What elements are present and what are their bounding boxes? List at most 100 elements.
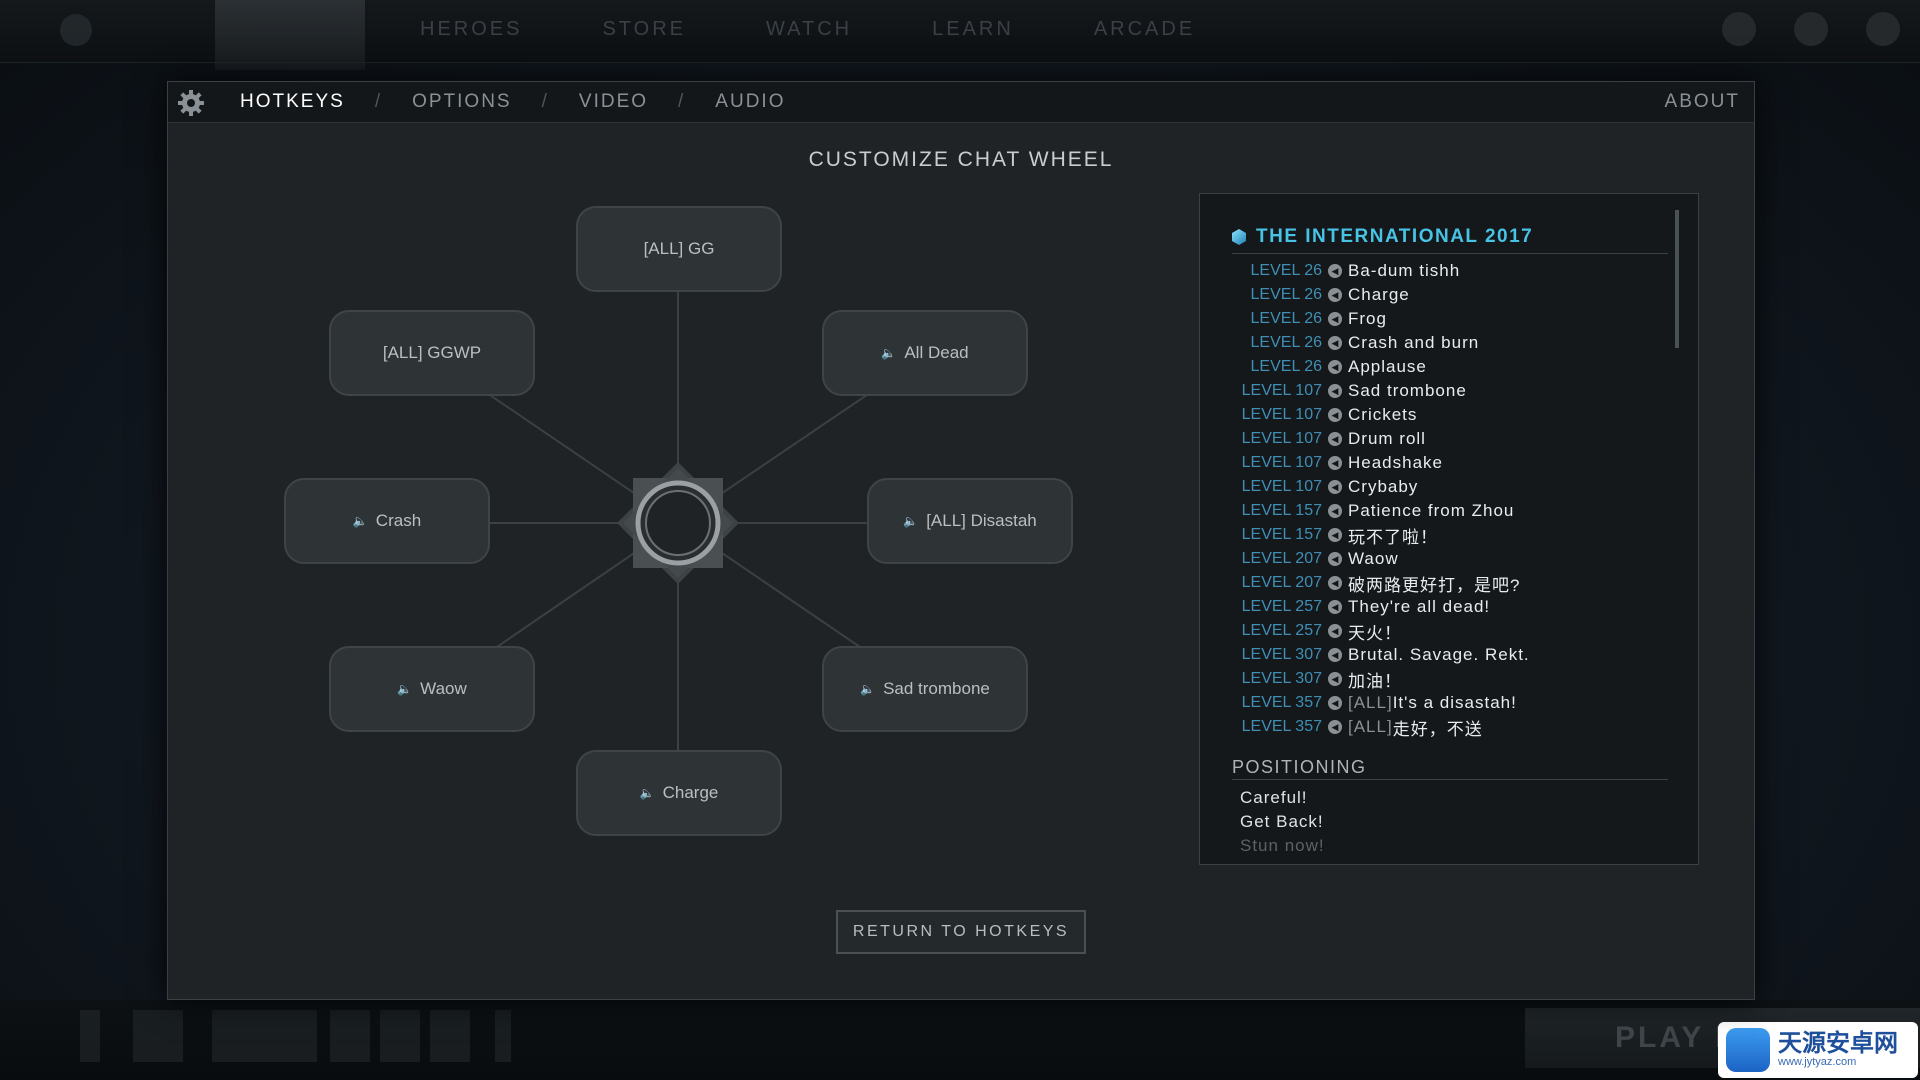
watermark-text: 天源安卓网 bbox=[1778, 1030, 1898, 1057]
wheel-slot-bottom[interactable]: 🔈 Charge bbox=[576, 750, 782, 836]
speaker-icon[interactable]: ◀ bbox=[1328, 288, 1342, 302]
microphone-icon[interactable] bbox=[495, 1010, 511, 1062]
list-item[interactable]: LEVEL 107◀Headshake bbox=[1200, 451, 1670, 475]
section-divider bbox=[1232, 253, 1668, 254]
level-requirement: LEVEL 26 bbox=[1250, 286, 1322, 303]
chat-icon[interactable] bbox=[1722, 12, 1756, 46]
inventory-icon[interactable] bbox=[1794, 12, 1828, 46]
nav-learn[interactable]: LEARN bbox=[932, 18, 1014, 40]
tab-audio[interactable]: AUDIO bbox=[715, 91, 786, 112]
wheel-slot-top-right[interactable]: 🔈 All Dead bbox=[822, 310, 1028, 396]
list-item[interactable]: LEVEL 26◀Frog bbox=[1200, 307, 1670, 331]
section-header-ti2017: THE INTERNATIONAL 2017 bbox=[1232, 226, 1533, 248]
level-requirement: LEVEL 307 bbox=[1241, 670, 1322, 687]
speaker-icon[interactable]: ◀ bbox=[1328, 456, 1342, 470]
tab-separator: / bbox=[541, 91, 549, 112]
list-item[interactable]: LEVEL 307◀Brutal. Savage. Rekt. bbox=[1200, 643, 1670, 667]
wheel-slot-top-left[interactable]: [ALL] GGWP bbox=[329, 310, 535, 396]
speaker-icon[interactable]: ◀ bbox=[1328, 384, 1342, 398]
main-nav: HEROES STORE WATCH LEARN ARCADE bbox=[420, 18, 1195, 41]
list-item[interactable]: LEVEL 107◀Sad trombone bbox=[1200, 379, 1670, 403]
list-item[interactable]: LEVEL 26◀Charge bbox=[1200, 283, 1670, 307]
list-item[interactable]: LEVEL 107◀Crickets bbox=[1200, 403, 1670, 427]
tab-video[interactable]: VIDEO bbox=[578, 91, 649, 112]
wheel-slot-bottom-right[interactable]: 🔈 Sad trombone bbox=[822, 646, 1028, 732]
list-item[interactable]: LEVEL 307◀加油！ bbox=[1200, 667, 1670, 691]
gear-icon[interactable] bbox=[176, 88, 206, 118]
profile-avatar[interactable] bbox=[1866, 12, 1900, 46]
level-requirement: LEVEL 157 bbox=[1241, 526, 1322, 543]
list-item[interactable]: LEVEL 207◀Waow bbox=[1200, 547, 1670, 571]
speaker-icon[interactable]: ◀ bbox=[1328, 312, 1342, 326]
all-chat-prefix: [ALL] bbox=[1348, 717, 1393, 736]
level-requirement: LEVEL 357 bbox=[1241, 718, 1322, 735]
speaker-icon[interactable]: ◀ bbox=[1328, 552, 1342, 566]
phrase-text: Sad trombone bbox=[1348, 381, 1467, 400]
speaker-icon[interactable]: ◀ bbox=[1328, 504, 1342, 518]
party-icon[interactable] bbox=[133, 1010, 183, 1062]
list-item[interactable]: LEVEL 26◀Crash and burn bbox=[1200, 331, 1670, 355]
speaker-icon[interactable]: ◀ bbox=[1328, 480, 1342, 494]
speaker-icon[interactable]: ◀ bbox=[1328, 360, 1342, 374]
level-requirement: LEVEL 107 bbox=[1241, 430, 1322, 447]
phrase-text: 天火！ bbox=[1348, 623, 1402, 643]
about-link[interactable]: ABOUT bbox=[1664, 91, 1740, 112]
speaker-icon[interactable]: ◀ bbox=[1328, 432, 1342, 446]
speaker-icon[interactable]: ◀ bbox=[1328, 528, 1342, 542]
speaker-icon[interactable]: ◀ bbox=[1328, 576, 1342, 590]
list-item[interactable]: LEVEL 257◀天火！ bbox=[1200, 619, 1670, 643]
wheel-slot-top[interactable]: [ALL] GG bbox=[576, 206, 782, 292]
tab-options[interactable]: OPTIONS bbox=[412, 91, 512, 112]
hero-portrait[interactable] bbox=[215, 0, 365, 70]
wheel-slot-bottom-left[interactable]: 🔈 Waow bbox=[329, 646, 535, 732]
list-item[interactable]: Stun now! bbox=[1240, 836, 1325, 855]
wheel-slot-label: [ALL] Disastah bbox=[926, 511, 1037, 530]
list-item[interactable]: Get Back! bbox=[1240, 812, 1324, 831]
list-item[interactable]: Careful! bbox=[1240, 788, 1308, 807]
phrase-text: Crickets bbox=[1348, 405, 1418, 424]
top-tray bbox=[1722, 12, 1900, 46]
list-scrollbar[interactable] bbox=[1675, 210, 1679, 348]
speaker-icon[interactable]: ◀ bbox=[1328, 408, 1342, 422]
speaker-icon[interactable]: ◀ bbox=[1328, 624, 1342, 638]
nav-arcade[interactable]: ARCADE bbox=[1093, 18, 1196, 40]
return-to-hotkeys-button[interactable]: RETURN TO HOTKEYS bbox=[836, 910, 1086, 954]
wheel-slot-label: [ALL] GG bbox=[643, 239, 715, 258]
speaker-icon[interactable]: ◀ bbox=[1328, 720, 1342, 734]
tab-hotkeys[interactable]: HOTKEYS bbox=[240, 91, 345, 112]
friends-icon[interactable] bbox=[80, 1010, 100, 1062]
wheel-slot-right[interactable]: 🔈 [ALL] Disastah bbox=[867, 478, 1073, 564]
list-item[interactable]: LEVEL 207◀破两路更好打，是吧? bbox=[1200, 571, 1670, 595]
speaker-icon[interactable]: ◀ bbox=[1328, 600, 1342, 614]
nav-watch[interactable]: WATCH bbox=[766, 18, 853, 40]
list-item[interactable]: LEVEL 26◀Ba-dum tishh bbox=[1200, 259, 1670, 283]
phrase-text: Drum roll bbox=[1348, 429, 1426, 448]
dota-logo-icon[interactable] bbox=[60, 14, 92, 46]
speaker-icon[interactable]: ◀ bbox=[1328, 672, 1342, 686]
list-item[interactable]: LEVEL 26◀Applause bbox=[1200, 355, 1670, 379]
level-requirement: LEVEL 207 bbox=[1241, 550, 1322, 567]
party-slot-empty[interactable] bbox=[380, 1010, 420, 1062]
list-item[interactable]: LEVEL 157◀Patience from Zhou bbox=[1200, 499, 1670, 523]
nav-store[interactable]: STORE bbox=[602, 18, 687, 40]
party-slot[interactable] bbox=[212, 1010, 317, 1062]
speaker-icon[interactable]: ◀ bbox=[1328, 336, 1342, 350]
level-requirement: LEVEL 107 bbox=[1241, 478, 1322, 495]
list-item[interactable]: LEVEL 157◀玩不了啦！ bbox=[1200, 523, 1670, 547]
phrase-text: Patience from Zhou bbox=[1348, 501, 1515, 520]
list-item[interactable]: LEVEL 357◀[ALL]走好，不送 bbox=[1200, 715, 1670, 739]
list-item[interactable]: LEVEL 107◀Crybaby bbox=[1200, 475, 1670, 499]
wheel-slot-label: Crash bbox=[375, 511, 422, 530]
speaker-icon[interactable]: ◀ bbox=[1328, 648, 1342, 662]
chat-wheel-center-icon bbox=[617, 462, 739, 584]
nav-heroes[interactable]: HEROES bbox=[420, 18, 523, 40]
level-requirement: LEVEL 357 bbox=[1241, 694, 1322, 711]
list-item[interactable]: LEVEL 357◀[ALL]It's a disastah! bbox=[1200, 691, 1670, 715]
wheel-slot-left[interactable]: 🔈 Crash bbox=[284, 478, 490, 564]
party-slot-empty[interactable] bbox=[330, 1010, 370, 1062]
party-slot-empty[interactable] bbox=[430, 1010, 470, 1062]
speaker-icon[interactable]: ◀ bbox=[1328, 264, 1342, 278]
list-item[interactable]: LEVEL 257◀They're all dead! bbox=[1200, 595, 1670, 619]
list-item[interactable]: LEVEL 107 ◀ Drum roll bbox=[1200, 427, 1670, 451]
speaker-icon[interactable]: ◀ bbox=[1328, 696, 1342, 710]
